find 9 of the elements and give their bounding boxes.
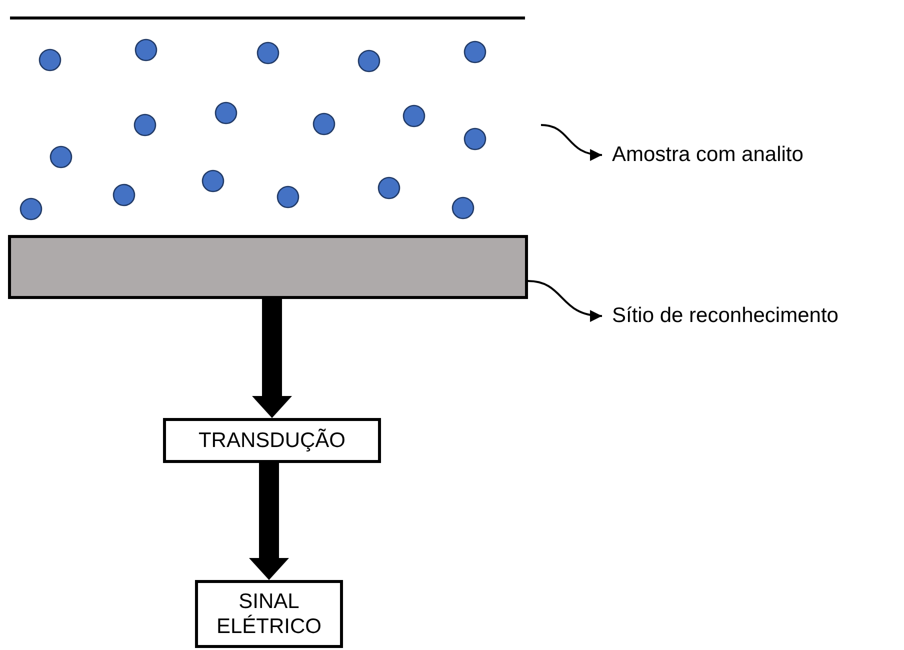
annotation-text: Sítio de reconhecimento (612, 301, 902, 331)
process-box: SINAL ELÉTRICO (195, 580, 343, 648)
annotation-text: Amostra com analito (612, 140, 842, 170)
recognition-layer-bar (8, 235, 528, 299)
curved-arrow (540, 124, 602, 160)
block-arrow (249, 463, 289, 580)
curved-arrow (528, 280, 602, 322)
process-box: TRANSDUÇÃO (163, 418, 381, 463)
block-arrow (252, 299, 292, 418)
